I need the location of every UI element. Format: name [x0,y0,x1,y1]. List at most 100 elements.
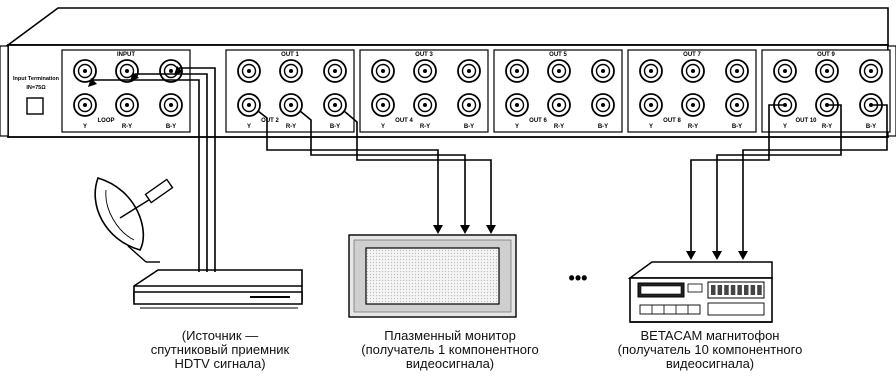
connector-group: OUT 7 Y R-Y B-Y OUT 8 [627,49,757,133]
connector-label: R-Y [688,124,698,130]
group-top-label: OUT 9 [817,52,835,58]
bnc-connector-pin [601,103,605,107]
bnc-connector-pin [467,69,471,73]
group-top-label: INPUT [117,52,135,58]
input-cable [179,67,216,272]
input-cable-arrow [130,72,139,81]
connector-label: B-Y [330,124,340,130]
caption-recorder-line-1: BETACAM магнитофон [640,328,780,343]
group-bottom-label: OUT 2 [261,118,279,124]
termination-switch[interactable] [26,97,44,115]
group-bottom-label: OUT 6 [529,118,547,124]
bnc-connector-pin [735,69,739,73]
bnc-connector-pin [169,69,173,73]
recorder-cable-arrow [738,251,748,260]
input-cable [135,73,208,272]
input-cable [93,79,200,272]
input-termination-block: Input Termination IN=75Ω [13,76,60,115]
recorder-key [717,285,723,295]
bnc-connector-pin [333,69,337,73]
caption-source-line-2: спутниковый приемник [150,342,290,357]
recorder-cable-arrow [712,251,722,260]
connector-label: Y [649,124,653,130]
caption-recorder: BETACAM магнитофон (получатель 10 компон… [590,329,830,371]
recorder-key [711,285,716,295]
bnc-connector-pin [783,69,787,73]
group-top-label: OUT 7 [683,52,701,58]
connector-group: OUT 3 Y R-Y B-Y OUT 4 [359,49,489,133]
monitor-cable [343,110,492,226]
caption-monitor-line-1: Плазменный монитор [384,328,516,343]
caption-source: (Источник — спутниковый приемник HDTV си… [120,329,320,371]
satellite-dish-icon [94,177,174,263]
recorder-key [724,285,729,295]
bnc-connector-pin [83,69,87,73]
connector-label: R-Y [822,124,832,130]
input-cable-arrow [88,78,97,87]
caption-recorder-line-2: (получатель 10 компонентного [617,342,803,357]
input-termination-label: Input Termination [13,76,60,82]
caption-monitor: Плазменный монитор (получатель 1 компоне… [330,329,570,371]
connector-label: R-Y [420,124,430,130]
recorder-key [730,285,736,295]
bnc-connector-pin [735,103,739,107]
connector-label: B-Y [464,124,474,130]
bnc-connector-pin [125,69,129,73]
bnc-connector-pin [557,69,561,73]
bnc-connector-pin [601,69,605,73]
connector-group: OUT 1 Y R-Y B-Y OUT 2 [225,49,355,133]
group-bottom-label: LOOP [97,118,114,124]
bnc-connector-pin [381,69,385,73]
connector-label: Y [381,124,385,130]
connector-label: Y [783,124,787,130]
monitor-cable-arrow [460,225,470,234]
monitor-cable [299,110,466,226]
bnc-connector-pin [467,103,471,107]
bnc-connector-pin [333,103,337,107]
group-bottom-label: OUT 4 [395,118,413,124]
bnc-connector-pin [691,69,695,73]
recorder-key [750,285,756,295]
recorder-key [744,285,749,295]
caption-source-line-3: HDTV сигнала) [174,356,266,371]
recorder-cable [716,104,842,252]
bnc-connector-pin [515,103,519,107]
input-cable-arrow [174,66,183,75]
connector-label: B-Y [732,124,742,130]
bnc-connector-pin [169,103,173,107]
cables [88,66,888,272]
connector-label: Y [515,124,519,130]
bnc-connector-pin [83,103,87,107]
caption-monitor-line-2: (получатель 1 компонентного [361,342,539,357]
recorder-cable [690,104,785,252]
bnc-connector-pin [557,103,561,107]
monitor-cable-arrow [433,225,443,234]
bnc-connector-pin [125,103,129,107]
bnc-connector-pin [515,69,519,73]
impedance-label: IN=75Ω [26,85,46,91]
betacam-recorder [627,261,773,323]
bnc-connector-pin [649,103,653,107]
connector-label: B-Y [166,124,176,130]
group-bottom-label: OUT 8 [663,118,681,124]
bnc-connector-pin [649,69,653,73]
connector-label: B-Y [866,124,876,130]
group-top-label: OUT 3 [415,52,433,58]
connector-label: Y [83,124,87,130]
monitor-cable-arrow [486,225,496,234]
bnc-connector-pin [289,69,293,73]
bnc-connector-pin [423,103,427,107]
connector-groups: INPUT Y R-Y B-Y LOOP OUT 1 Y R-Y B-Y OUT 2 OUT 3 Y R… [61,49,891,133]
bnc-connector-pin [869,69,873,73]
caption-recorder-line-3: видеосигнала) [665,356,755,371]
plasma-monitor [348,234,517,318]
bnc-connector-pin [247,103,251,107]
connector-label: R-Y [286,124,296,130]
bnc-connector-pin [381,103,385,107]
connector-label: Y [247,124,251,130]
group-top-label: OUT 1 [281,52,299,58]
